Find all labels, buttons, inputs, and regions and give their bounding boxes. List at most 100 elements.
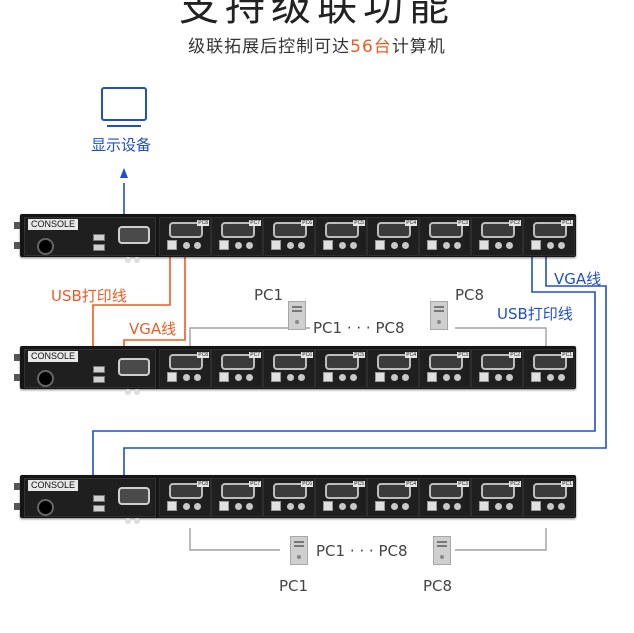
mount-ear bbox=[14, 222, 20, 229]
led-icon bbox=[495, 242, 502, 249]
led-icon bbox=[287, 374, 294, 381]
port-pc4: PC4 bbox=[367, 217, 419, 256]
bottom-pc1-label: PC1 bbox=[279, 577, 309, 595]
led-icon bbox=[402, 242, 409, 249]
port-pc7: PC7 bbox=[211, 478, 263, 517]
pc-tower-icon bbox=[290, 536, 308, 565]
pc-tower-icon bbox=[288, 301, 306, 330]
usb-b-port-icon bbox=[375, 501, 385, 511]
port-pc2: PC2 bbox=[471, 478, 523, 517]
usb-b-port-icon bbox=[271, 240, 281, 250]
led-icon bbox=[339, 503, 346, 510]
middle-pc-range-label: PC1 · · · PC8 bbox=[313, 319, 405, 337]
mount-ear bbox=[14, 503, 20, 510]
port-pc8: PC8 bbox=[159, 478, 211, 517]
led-icon bbox=[298, 374, 305, 381]
display-output-arrow bbox=[120, 168, 128, 178]
led-icon bbox=[194, 503, 201, 510]
port-tag: PC1 bbox=[561, 220, 573, 226]
usb-ports-icon bbox=[93, 495, 105, 515]
vga-port-icon bbox=[377, 354, 411, 370]
usb-b-port-icon bbox=[167, 501, 177, 511]
port-pc8: PC8 bbox=[159, 349, 211, 388]
vga-port-icon bbox=[325, 354, 359, 370]
led-icon bbox=[558, 242, 565, 249]
led-icon bbox=[547, 374, 554, 381]
port-tag: PC4 bbox=[405, 220, 417, 226]
pc-tower-icon bbox=[430, 301, 448, 330]
port-tag: PC1 bbox=[561, 352, 573, 358]
usb-b-port-icon bbox=[271, 501, 281, 511]
vga-port-icon bbox=[481, 483, 515, 499]
led-icon bbox=[350, 503, 357, 510]
bottom-pc-range-label: PC1 · · · PC8 bbox=[316, 542, 408, 560]
usb-b-port-icon bbox=[375, 240, 385, 250]
port-tag: PC3 bbox=[457, 352, 469, 358]
usb-b-port-icon bbox=[479, 372, 489, 382]
kvm-switch-bottom: CONSOLE PC8 PC7 PC6 PC5 PC4 PC3 PC2 PC1 bbox=[14, 475, 576, 524]
led-icon bbox=[298, 242, 305, 249]
port-tag: PC2 bbox=[509, 352, 521, 358]
pc-tower-icon bbox=[433, 536, 451, 565]
led-icon bbox=[506, 503, 513, 510]
led-icon bbox=[506, 374, 513, 381]
usb-b-port-icon bbox=[531, 372, 541, 382]
console-label: CONSOLE bbox=[28, 351, 79, 362]
vga-out-port-icon bbox=[118, 487, 150, 505]
led-icon bbox=[391, 242, 398, 249]
led-icon bbox=[246, 503, 253, 510]
led-icon bbox=[339, 374, 346, 381]
led-icon bbox=[558, 503, 565, 510]
led-icon bbox=[391, 503, 398, 510]
led-icon bbox=[454, 503, 461, 510]
vga-port-icon bbox=[169, 354, 203, 370]
vga-port-icon bbox=[273, 222, 307, 238]
usb-b-port-icon bbox=[271, 372, 281, 382]
port-pc8: PC8 bbox=[159, 217, 211, 256]
port-tag: PC6 bbox=[301, 481, 313, 487]
vga-port-icon bbox=[481, 222, 515, 238]
port-pc5: PC5 bbox=[315, 349, 367, 388]
blue-vga-link bbox=[123, 245, 607, 482]
port-pc6: PC6 bbox=[263, 478, 315, 517]
port-pc6: PC6 bbox=[263, 217, 315, 256]
port-pc4: PC4 bbox=[367, 349, 419, 388]
usb-b-port-icon bbox=[531, 501, 541, 511]
port-tag: PC8 bbox=[197, 220, 209, 226]
usb-b-port-icon bbox=[167, 372, 177, 382]
dc-input-icon bbox=[37, 238, 54, 255]
usb-b-port-icon bbox=[323, 240, 333, 250]
usb-b-port-icon bbox=[479, 240, 489, 250]
port-pc2: PC2 bbox=[471, 217, 523, 256]
led-icon bbox=[443, 374, 450, 381]
port-pc7: PC7 bbox=[211, 349, 263, 388]
led-icon bbox=[558, 374, 565, 381]
subtitle-after: 计算机 bbox=[391, 37, 446, 57]
vga-port-icon bbox=[169, 222, 203, 238]
led-icon bbox=[235, 374, 242, 381]
port-tag: PC8 bbox=[197, 352, 209, 358]
blue-usb-link bbox=[92, 245, 596, 482]
port-pc5: PC5 bbox=[315, 217, 367, 256]
port-tag: PC7 bbox=[249, 481, 261, 487]
vga-port-icon bbox=[377, 222, 411, 238]
led-icon bbox=[235, 242, 242, 249]
led-icon bbox=[350, 242, 357, 249]
bottom-pc8-label: PC8 bbox=[423, 577, 453, 595]
kvm-switch-middle: CONSOLE PC8 PC7 PC6 PC5 PC4 PC3 PC2 PC1 bbox=[14, 346, 576, 395]
port-pc1: PC1 bbox=[523, 478, 575, 517]
port-tag: PC4 bbox=[405, 352, 417, 358]
led-icon bbox=[495, 374, 502, 381]
vga-port-icon bbox=[221, 483, 255, 499]
led-icon bbox=[246, 242, 253, 249]
usb-b-port-icon bbox=[375, 372, 385, 382]
led-icon bbox=[454, 242, 461, 249]
port-pc7: PC7 bbox=[211, 217, 263, 256]
led-icon bbox=[391, 374, 398, 381]
vga-port-icon bbox=[325, 483, 359, 499]
status-leds-icon bbox=[125, 509, 147, 524]
vga-out-port-icon bbox=[118, 358, 150, 376]
led-icon bbox=[402, 503, 409, 510]
port-tag: PC7 bbox=[249, 352, 261, 358]
led-icon bbox=[350, 374, 357, 381]
